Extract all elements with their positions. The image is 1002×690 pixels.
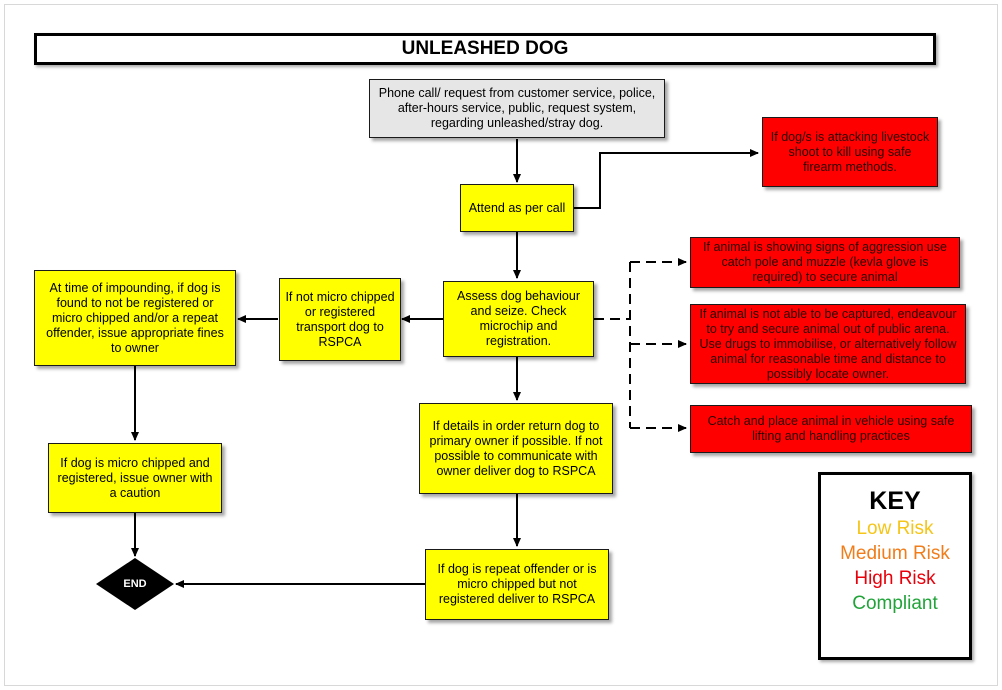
start-request-box: Phone call/ request from customer servic… [369,79,665,138]
key-title: KEY [869,487,921,515]
caution-box: If dog is micro chipped and registered, … [48,443,222,513]
key-low-risk: Low Risk [856,518,934,539]
catch-place-box: Catch and place animal in vehicle using … [690,405,972,453]
risk-key-legend: KEY Low Risk Medium Risk High Risk Compl… [818,472,972,660]
key-medium-risk: Medium Risk [840,543,950,564]
not-microchipped-box: If not micro chipped or registered trans… [279,278,401,361]
key-compliant: Compliant [852,593,938,614]
end-label: END [123,578,147,590]
key-high-risk: High Risk [854,568,936,589]
aggression-box: If animal is showing signs of aggression… [690,237,960,288]
not-captured-box: If animal is not able to be captured, en… [690,304,966,384]
page-frame [4,4,998,686]
page-title: UNLEASHED DOG [34,33,936,65]
livestock-box: If dog/s is attacking livestock shoot to… [762,117,938,187]
assess-box: Assess dog behaviour and seize. Check mi… [443,281,594,357]
details-order-box: If details in order return dog to primar… [419,403,613,494]
attend-box: Attend as per call [460,184,574,232]
end-diamond [96,558,174,610]
arrow-attend-to-livestock [574,149,759,209]
repeat-offender-box: If dog is repeat offender or is micro ch… [425,549,609,620]
impounding-box: At time of impounding, if dog is found t… [34,270,236,366]
